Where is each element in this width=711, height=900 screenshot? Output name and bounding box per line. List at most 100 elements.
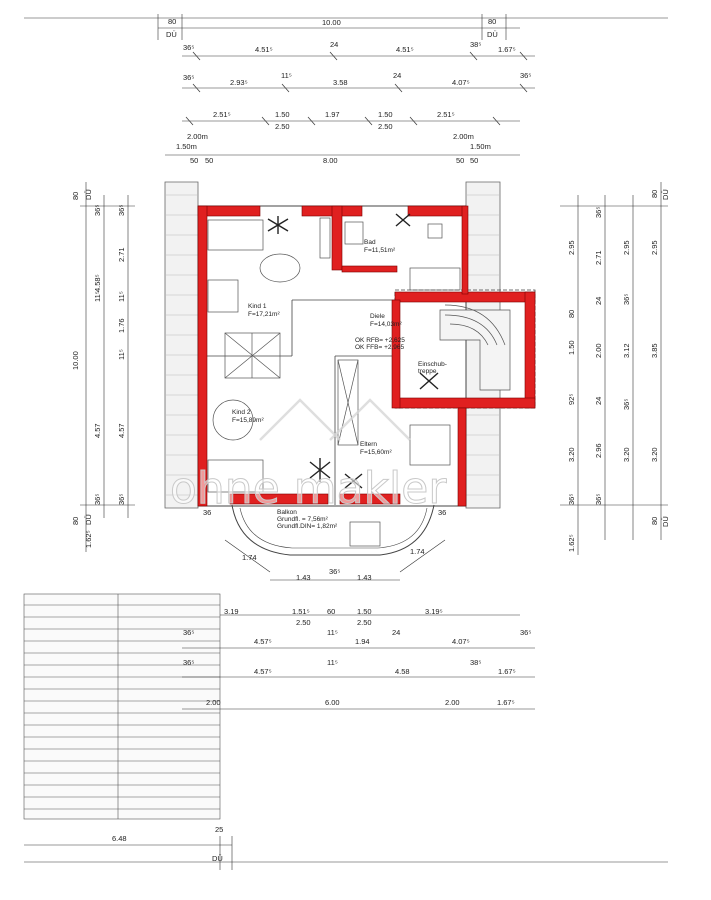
svg-text:36⁵: 36⁵ — [520, 628, 531, 637]
svg-text:4.57⁵: 4.57⁵ — [254, 667, 272, 676]
svg-text:2.00m: 2.00m — [453, 132, 474, 141]
svg-text:DÜ: DÜ — [212, 854, 223, 863]
svg-text:3.85: 3.85 — [650, 343, 659, 358]
stair-label-2: treppe — [418, 368, 437, 375]
svg-text:36⁵: 36⁵ — [117, 494, 126, 505]
svg-text:DÜ: DÜ — [661, 189, 670, 200]
top-dim-row-3: 36⁵ 2.93⁵ 11⁵ 3.58 24 4.07⁵ 36⁵ — [183, 71, 531, 87]
svg-text:11⁵: 11⁵ — [327, 658, 338, 667]
room-name-diele: Diele — [370, 313, 385, 320]
svg-text:3.58: 3.58 — [333, 78, 348, 87]
svg-text:8.00: 8.00 — [323, 156, 338, 165]
svg-text:10.00: 10.00 — [71, 351, 80, 370]
svg-text:2.95: 2.95 — [622, 240, 631, 255]
svg-text:1.50: 1.50 — [378, 110, 393, 119]
right-dims-col-3: 2.95 36⁵ 3.12 36⁵ 3.20 — [622, 240, 631, 462]
right-dims-col-4: 2.95 3.85 3.20 80 DÜ 80 DÜ — [650, 189, 670, 527]
svg-text:3.19: 3.19 — [224, 607, 239, 616]
svg-text:6.00: 6.00 — [325, 698, 340, 707]
svg-text:38⁵: 38⁵ — [470, 40, 481, 49]
svg-text:80: 80 — [650, 517, 659, 525]
svg-text:2.00: 2.00 — [594, 343, 603, 358]
svg-text:36⁵: 36⁵ — [183, 628, 194, 637]
svg-text:80: 80 — [71, 517, 80, 525]
svg-text:1.50m: 1.50m — [176, 142, 197, 151]
svg-text:50: 50 — [456, 156, 464, 165]
right-dims-col-1: 2.95 80 1.50 92⁵ 3.20 36⁵ 1.62⁵ — [567, 240, 576, 552]
svg-text:1.50: 1.50 — [275, 110, 290, 119]
svg-text:24: 24 — [392, 628, 400, 637]
svg-text:36: 36 — [438, 508, 446, 517]
room-name-kind1: Kind 1 — [248, 303, 267, 310]
svg-text:4.07⁵: 4.07⁵ — [452, 637, 470, 646]
svg-text:50: 50 — [205, 156, 213, 165]
svg-text:11⁵: 11⁵ — [117, 349, 126, 360]
svg-text:1.67⁵: 1.67⁵ — [497, 698, 515, 707]
svg-text:4.58: 4.58 — [395, 667, 410, 676]
top-dim-total: 10.00 — [322, 18, 341, 27]
room-area-eltern: F=15,60m² — [360, 449, 392, 456]
svg-text:1.62⁵: 1.62⁵ — [567, 534, 576, 552]
top-dim-right: 80 — [488, 17, 496, 26]
stair-label-1: Einschub- — [418, 361, 447, 368]
svg-text:4.57⁵: 4.57⁵ — [254, 637, 272, 646]
svg-text:3.20: 3.20 — [567, 447, 576, 462]
svg-text:24: 24 — [393, 71, 401, 80]
svg-text:1.50: 1.50 — [357, 607, 372, 616]
svg-text:3.12: 3.12 — [622, 343, 631, 358]
svg-text:36⁵: 36⁵ — [520, 71, 531, 80]
svg-text:2.95: 2.95 — [567, 240, 576, 255]
svg-text:36⁵: 36⁵ — [622, 399, 631, 410]
svg-text:36⁵: 36⁵ — [329, 567, 340, 576]
svg-text:2.96: 2.96 — [594, 443, 603, 458]
left-dims-outer: 80 DÜ 10.00 80 DÜ 1.62⁵ — [71, 189, 93, 548]
svg-text:24: 24 — [594, 397, 603, 405]
svg-text:1.43: 1.43 — [357, 573, 372, 582]
balkon-name: Balkon — [277, 509, 297, 516]
diele-level-rfb: OK RFB= +2,625 — [355, 337, 405, 344]
svg-text:80: 80 — [71, 192, 80, 200]
watermark-text: ohne makler — [170, 463, 447, 514]
svg-text:3.20: 3.20 — [622, 447, 631, 462]
top-dim-row-5: 2.00m 1.50m 50 50 8.00 50 50 2.00m 1.50m — [176, 132, 491, 165]
svg-text:4.51⁵: 4.51⁵ — [255, 45, 273, 54]
svg-text:1.67⁵: 1.67⁵ — [498, 45, 516, 54]
svg-text:36⁵: 36⁵ — [183, 658, 194, 667]
load-bearing-walls — [197, 205, 536, 507]
svg-text:92⁵: 92⁵ — [567, 394, 576, 405]
svg-text:4.58⁵: 4.58⁵ — [93, 274, 102, 292]
svg-text:4.07⁵: 4.07⁵ — [452, 78, 470, 87]
diele-level-ffb: OK FFB= +2,965 — [355, 344, 405, 351]
svg-text:2.51⁵: 2.51⁵ — [213, 110, 231, 119]
svg-text:1.50m: 1.50m — [470, 142, 491, 151]
svg-text:36⁵: 36⁵ — [594, 207, 603, 218]
svg-text:2.50: 2.50 — [275, 122, 290, 131]
room-area-bad: F=11,51m² — [364, 247, 396, 254]
svg-text:36: 36 — [203, 508, 211, 517]
svg-text:36⁵: 36⁵ — [622, 294, 631, 305]
room-name-kind2: Kind 2 — [232, 409, 251, 416]
svg-text:2.93⁵: 2.93⁵ — [230, 78, 248, 87]
room-area-kind2: F=15,89m² — [232, 417, 264, 424]
svg-text:2.51⁵: 2.51⁵ — [437, 110, 455, 119]
svg-text:36⁵: 36⁵ — [93, 494, 102, 505]
svg-text:1.76: 1.76 — [117, 318, 126, 333]
svg-text:80: 80 — [650, 190, 659, 198]
svg-text:4.57: 4.57 — [117, 423, 126, 438]
top-dim-left-sub: DÜ — [166, 30, 177, 39]
room-name-eltern: Eltern — [360, 441, 377, 448]
bottom-dim-row-2: 36⁵ 4.57⁵ 11⁵ 1.94 24 4.07⁵ 36⁵ — [183, 628, 531, 646]
left-dims-inner: 36⁵ 4.58⁵ 11⁵ 4.57 36⁵ — [93, 205, 102, 505]
svg-text:50: 50 — [470, 156, 478, 165]
bottom-dim-row-1: 3.19 1.51⁵ 60 1.50 3.19⁵ 2.50 2.50 — [224, 607, 443, 627]
svg-text:1.74: 1.74 — [410, 547, 425, 556]
bottom-dimension-lines — [24, 614, 668, 870]
svg-text:36⁵: 36⁵ — [183, 43, 194, 52]
svg-text:DÜ: DÜ — [84, 189, 93, 200]
svg-text:2.50: 2.50 — [296, 618, 311, 627]
svg-text:2.50: 2.50 — [378, 122, 393, 131]
svg-text:11⁵: 11⁵ — [327, 628, 338, 637]
svg-text:11⁵: 11⁵ — [117, 291, 126, 302]
svg-text:24: 24 — [594, 297, 603, 305]
